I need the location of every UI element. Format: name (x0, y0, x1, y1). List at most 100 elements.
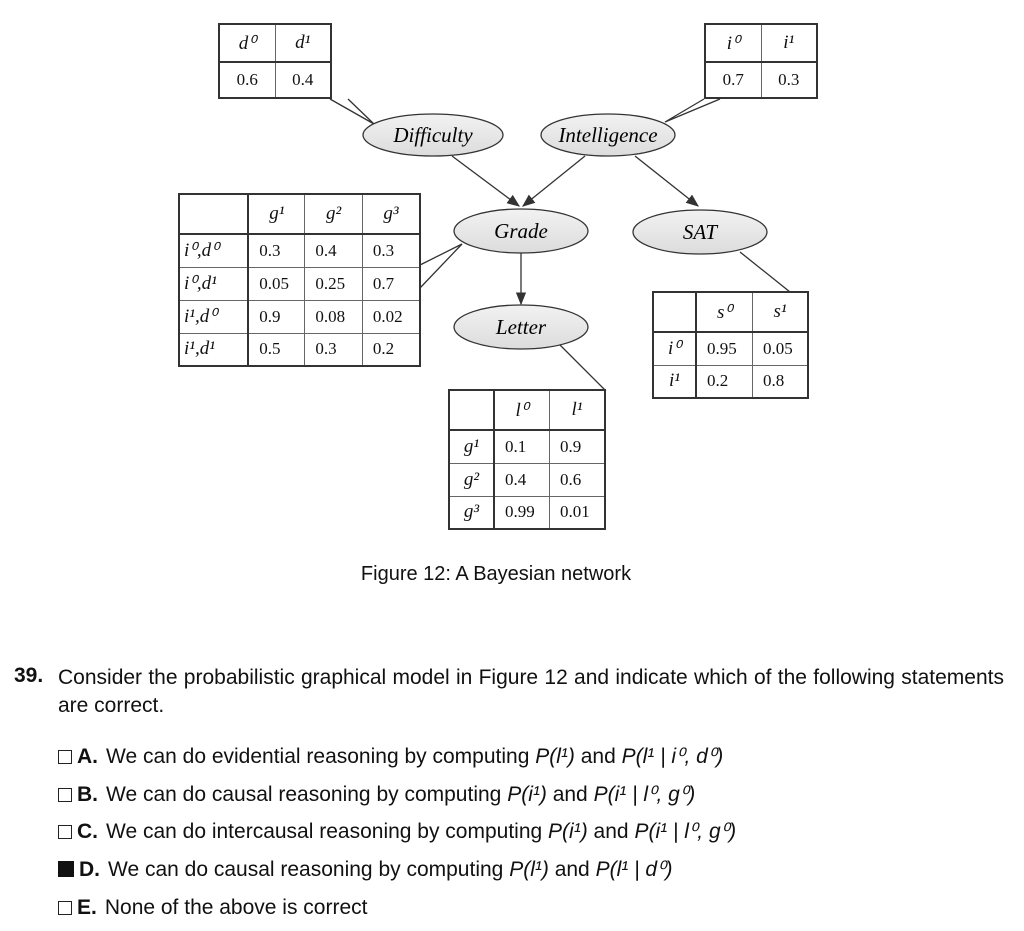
option-a[interactable]: A. We can do evidential reasoning by comp… (58, 743, 723, 771)
cpt-cell: 0.3 (247, 233, 306, 268)
checkbox-c[interactable] (58, 825, 72, 839)
and-word: and (552, 783, 588, 806)
cpt-row-label: i⁰,d⁰ (178, 233, 250, 268)
cpt-header: s¹ (751, 291, 809, 333)
node-sat-label: SAT (683, 220, 719, 244)
option-formula: P(l¹) (535, 745, 575, 768)
cpt-cell: 0.05 (751, 331, 809, 366)
cpt-header: i¹ (760, 23, 818, 63)
cpt-cell: 0.99 (493, 495, 550, 530)
network-graph: Difficulty Intelligence Grade SAT Letter (329, 98, 792, 391)
option-formula: P(l¹ | i⁰, d⁰) (621, 745, 724, 768)
difficulty-callout (329, 98, 375, 125)
cpt-cell: 0.08 (304, 299, 363, 334)
cpt-cell: 0.7 (361, 266, 421, 301)
option-c[interactable]: C.We can do intercausal reasoning by com… (58, 818, 736, 846)
sat-callout (739, 251, 792, 293)
option-letter: B. (77, 783, 98, 806)
edge-intelligence-sat (634, 155, 700, 207)
cpt-cell: 0.6 (548, 462, 606, 497)
node-letter: Letter (453, 304, 589, 350)
option-letter: D. (79, 858, 100, 881)
question-text: Consider the probabilistic graphical mod… (58, 666, 1004, 717)
cpt-header: g³ (361, 193, 421, 235)
option-b[interactable]: B. We can do causal reasoning by computin… (58, 781, 695, 809)
cpt-header: g² (304, 193, 363, 235)
node-sat: SAT (632, 209, 768, 255)
cpt-row-label: g¹ (448, 429, 495, 464)
and-word: and (580, 745, 616, 768)
figure-caption: Figure 12: A Bayesian network (360, 563, 632, 585)
option-letter: C. (77, 820, 98, 843)
cpt-header: d⁰ (218, 23, 276, 63)
cpt-row-label: i¹ (652, 364, 698, 399)
option-text: We can do causal reasoning by computing (108, 858, 504, 881)
bayesian-network-figure: Difficulty Intelligence Grade SAT Letter… (178, 23, 818, 530)
cpt-cell: 0.3 (304, 332, 363, 367)
cpt-cell: 0.4 (304, 233, 363, 268)
cpt-row-label: g² (448, 462, 495, 497)
option-formula: P(i¹ | l⁰, g⁰) (634, 820, 737, 843)
cpt-header: i⁰ (704, 23, 762, 63)
cpt-cell: 0.2 (695, 364, 753, 399)
option-text: None of the above is correct (104, 896, 368, 919)
cpt-row-label: i⁰ (652, 331, 698, 366)
cpt-corner (178, 193, 250, 235)
option-text: We can do causal reasoning by computing (106, 783, 502, 806)
cpt-cell: 0.1 (493, 429, 550, 464)
option-d[interactable]: D. We can do causal reasoning by computin… (58, 856, 672, 884)
cpt-cell: 0.3 (760, 61, 818, 99)
option-formula: P(l¹) (509, 858, 549, 881)
node-letter-label: Letter (495, 315, 547, 339)
cpt-header: l⁰ (493, 389, 550, 431)
question-number: 39. (14, 664, 44, 687)
cpt-row-label: g³ (448, 495, 495, 530)
checkbox-b[interactable] (58, 788, 72, 802)
cpt-difficulty: d⁰ d¹ 0.6 0.4 (218, 23, 332, 99)
grade-callout (419, 243, 463, 289)
cpt-cell: 0.2 (361, 332, 421, 367)
cpt-header: s⁰ (695, 291, 753, 333)
and-word: and (554, 858, 590, 881)
cpt-cell: 0.4 (493, 462, 550, 497)
cpt-row-label: i¹,d¹ (178, 332, 250, 367)
option-letter: A. (77, 745, 98, 768)
cpt-row-label: i⁰,d¹ (178, 266, 250, 301)
cpt-intelligence: i⁰ i¹ 0.7 0.3 (704, 23, 818, 99)
option-formula: P(i¹) (507, 783, 547, 806)
checkbox-d-checked[interactable] (58, 861, 74, 877)
cpt-row-label: i¹,d⁰ (178, 299, 250, 334)
cpt-cell: 0.5 (247, 332, 306, 367)
cpt-header: g¹ (247, 193, 306, 235)
cpt-cell: 0.8 (751, 364, 809, 399)
cpt-header: d¹ (274, 23, 332, 63)
intelligence-callout (664, 98, 721, 123)
checkbox-e[interactable] (58, 901, 72, 915)
cpt-cell: 0.02 (361, 299, 421, 334)
checkbox-a[interactable] (58, 750, 72, 764)
option-text: We can do evidential reasoning by comput… (106, 745, 530, 768)
cpt-header: l¹ (548, 389, 606, 431)
cpt-corner (448, 389, 495, 431)
node-intelligence: Intelligence (540, 113, 676, 157)
cpt-cell: 0.3 (361, 233, 421, 268)
cpt-cell: 0.95 (695, 331, 753, 366)
cpt-cell: 0.7 (704, 61, 762, 99)
cpt-cell: 0.01 (548, 495, 606, 530)
option-formula: P(i¹ | l⁰, g⁰) (593, 783, 696, 806)
cpt-corner (652, 291, 698, 333)
and-word: and (593, 820, 629, 843)
node-grade-label: Grade (494, 219, 548, 243)
node-intelligence-label: Intelligence (557, 123, 657, 147)
option-formula: P(i¹) (548, 820, 588, 843)
cpt-cell: 0.9 (548, 429, 606, 464)
option-e[interactable]: E. None of the above is correct (58, 894, 368, 922)
cpt-cell: 0.9 (247, 299, 306, 334)
node-difficulty: Difficulty (362, 113, 504, 157)
edge-difficulty-grade (451, 155, 521, 207)
option-letter: E. (77, 896, 97, 919)
node-grade: Grade (453, 208, 589, 254)
cpt-cell: 0.25 (304, 266, 363, 301)
